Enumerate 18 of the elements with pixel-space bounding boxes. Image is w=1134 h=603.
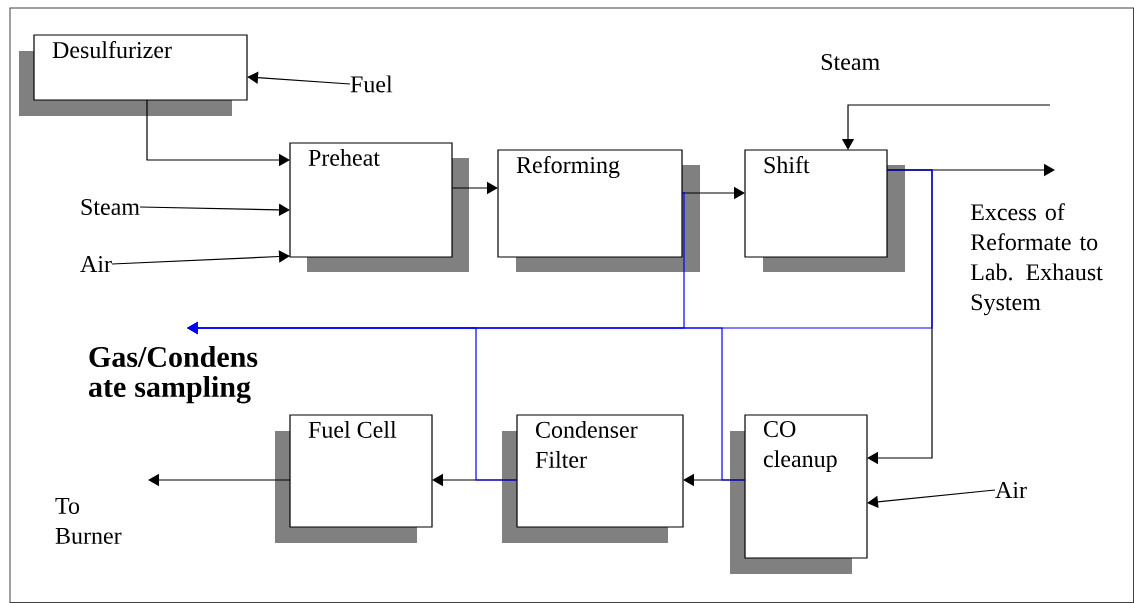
stream-label: To Burner bbox=[55, 498, 122, 544]
process-box: Fuel Cell bbox=[275, 414, 433, 543]
stream-label: Gas/Condens ate sampling bbox=[89, 346, 258, 404]
process-box: Desulfurizer bbox=[19, 34, 248, 116]
arrow bbox=[111, 250, 290, 265]
arrow bbox=[139, 203, 290, 216]
stream-label: Steam bbox=[81, 198, 140, 216]
stream-label: Fuel bbox=[350, 75, 393, 93]
process-box: Preheat bbox=[289, 142, 469, 272]
stream-label: Air bbox=[80, 256, 112, 272]
process-box: CO cleanup bbox=[730, 414, 868, 574]
stream-label: Air bbox=[995, 482, 1027, 498]
process-box: Condenser Filter bbox=[502, 414, 684, 543]
process-box: Shift bbox=[744, 149, 905, 272]
process-box: Reforming bbox=[497, 149, 700, 272]
stream-label: Excess of Reformate to Lab. Exhaust System bbox=[970, 203, 1103, 316]
stream-label: Steam bbox=[821, 53, 880, 71]
arrow bbox=[867, 489, 996, 508]
